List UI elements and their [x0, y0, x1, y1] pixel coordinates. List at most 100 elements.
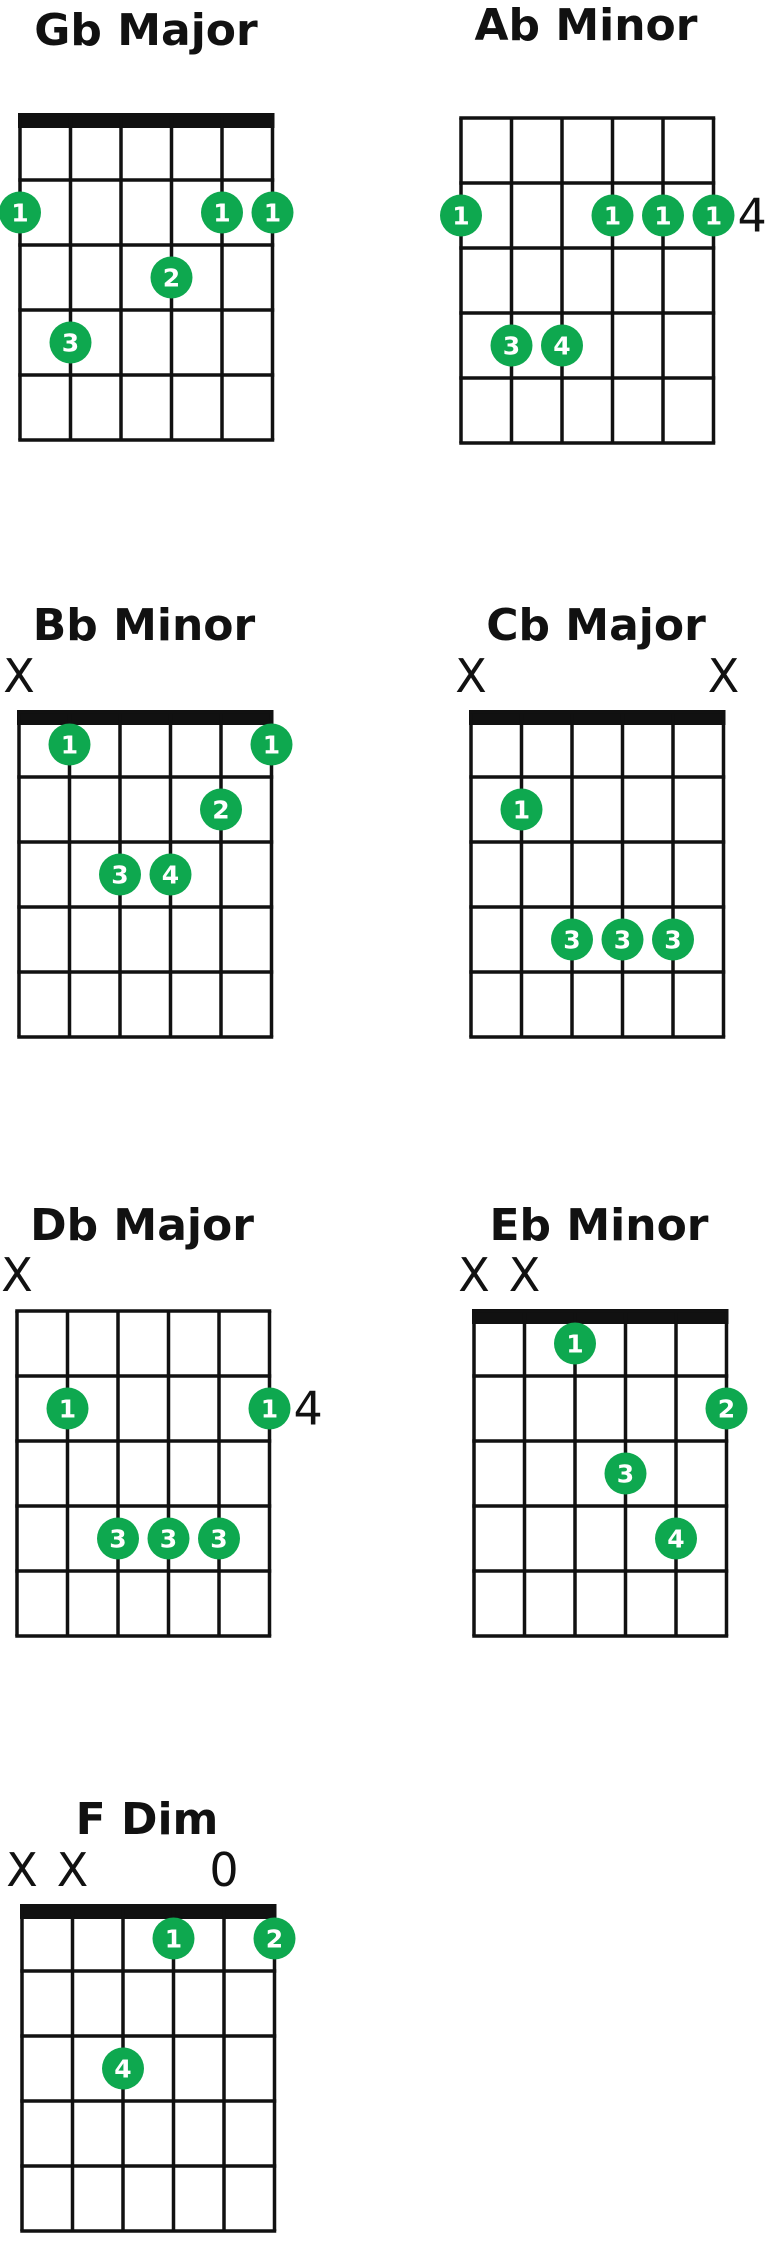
finger-dot-circle [97, 1517, 139, 1560]
finger-number: 3 [160, 1525, 177, 1554]
finger-number: 3 [111, 861, 128, 890]
finger-dot: 3 [198, 1517, 240, 1560]
finger-number: 2 [163, 264, 180, 293]
finger-dot: 2 [705, 1387, 748, 1430]
finger-dot: 1 [251, 191, 294, 234]
finger-dot-circle [102, 2047, 144, 2090]
finger-dot: 3 [147, 1517, 190, 1560]
finger-dot: 4 [102, 2047, 144, 2090]
finger-number: 1 [513, 796, 530, 825]
chord-title: Gb Major [34, 5, 258, 56]
chord-title: Bb Minor [33, 600, 256, 651]
finger-number: 4 [114, 2055, 131, 2084]
chord-title: Cb Major [486, 600, 706, 651]
finger-number: 3 [617, 1460, 634, 1489]
finger-dot: 3 [99, 853, 141, 896]
finger-number: 2 [266, 1925, 283, 1954]
finger-number: 1 [705, 202, 722, 231]
finger-dot-circle [705, 1387, 748, 1430]
chord-title: F Dim [76, 1794, 219, 1845]
finger-dot-circle [149, 853, 192, 896]
finger-dot: 1 [250, 723, 293, 766]
finger-number: 1 [263, 731, 280, 760]
finger-dot: 1 [248, 1387, 291, 1430]
finger-dot-circle [500, 788, 543, 831]
finger-number: 3 [563, 926, 580, 955]
finger-dot-circle [0, 191, 41, 234]
finger-number: 1 [452, 202, 469, 231]
finger-dot: 3 [604, 1452, 647, 1495]
finger-number: 3 [664, 926, 681, 955]
finger-dot: 1 [0, 191, 41, 234]
finger-dot-circle [440, 194, 482, 237]
finger-dot-circle [200, 788, 242, 831]
finger-dot-circle [150, 256, 193, 299]
finger-dot-circle [99, 853, 141, 896]
muted-string-marker: X [455, 649, 487, 703]
finger-number: 1 [11, 199, 28, 228]
finger-dot: 3 [97, 1517, 139, 1560]
finger-number: 3 [210, 1525, 227, 1554]
open-string-marker: 0 [209, 1843, 238, 1897]
finger-dot: 3 [490, 324, 533, 367]
muted-string-marker: X [1, 1248, 33, 1302]
finger-dot: 2 [150, 256, 193, 299]
finger-dot: 4 [541, 324, 583, 367]
finger-dot: 2 [200, 788, 242, 831]
finger-number: 1 [264, 199, 281, 228]
finger-number: 4 [667, 1525, 684, 1554]
finger-dot-circle [541, 324, 583, 367]
chord-title: Ab Minor [475, 0, 698, 51]
finger-number: 3 [503, 332, 520, 361]
muted-string-marker: X [3, 649, 35, 703]
finger-number: 1 [213, 199, 230, 228]
finger-dot-circle [46, 1387, 89, 1430]
finger-number: 1 [604, 202, 621, 231]
finger-dot: 4 [655, 1517, 697, 1560]
finger-dot: 1 [152, 1917, 195, 1960]
chord-title: Eb Minor [490, 1200, 709, 1251]
finger-dot-circle [251, 191, 294, 234]
finger-dot-circle [692, 194, 735, 237]
finger-dot: 1 [48, 723, 91, 766]
finger-dot-circle [591, 194, 634, 237]
finger-number: 4 [553, 332, 570, 361]
finger-dot: 1 [692, 194, 735, 237]
muted-string-marker: X [509, 1248, 541, 1302]
finger-dot-circle [601, 918, 644, 961]
finger-dot-circle [152, 1917, 195, 1960]
finger-dot: 1 [642, 194, 684, 237]
finger-dot-circle [655, 1517, 697, 1560]
finger-dot: 1 [201, 191, 243, 234]
finger-dot-circle [253, 1917, 296, 1960]
finger-number: 1 [59, 1395, 76, 1424]
finger-dot-circle [201, 191, 243, 234]
finger-dot-circle [652, 918, 694, 961]
finger-number: 2 [718, 1395, 735, 1424]
finger-dot: 4 [149, 853, 192, 896]
finger-dot: 1 [46, 1387, 89, 1430]
muted-string-marker: X [6, 1843, 38, 1897]
muted-string-marker: X [458, 1248, 490, 1302]
finger-number: 4 [162, 861, 179, 890]
finger-number: 1 [61, 731, 78, 760]
finger-dot-circle [551, 918, 593, 961]
fret-position-label: 4 [738, 189, 767, 243]
finger-dot: 3 [601, 918, 644, 961]
finger-dot-circle [147, 1517, 190, 1560]
finger-number: 1 [165, 1925, 182, 1954]
finger-number: 2 [212, 796, 229, 825]
finger-dot-circle [554, 1322, 596, 1365]
finger-dot-circle [198, 1517, 240, 1560]
finger-dot-circle [642, 194, 684, 237]
chord-title: Db Major [30, 1200, 254, 1251]
finger-dot: 3 [49, 321, 92, 364]
finger-number: 3 [62, 329, 79, 358]
finger-dot: 1 [500, 788, 543, 831]
